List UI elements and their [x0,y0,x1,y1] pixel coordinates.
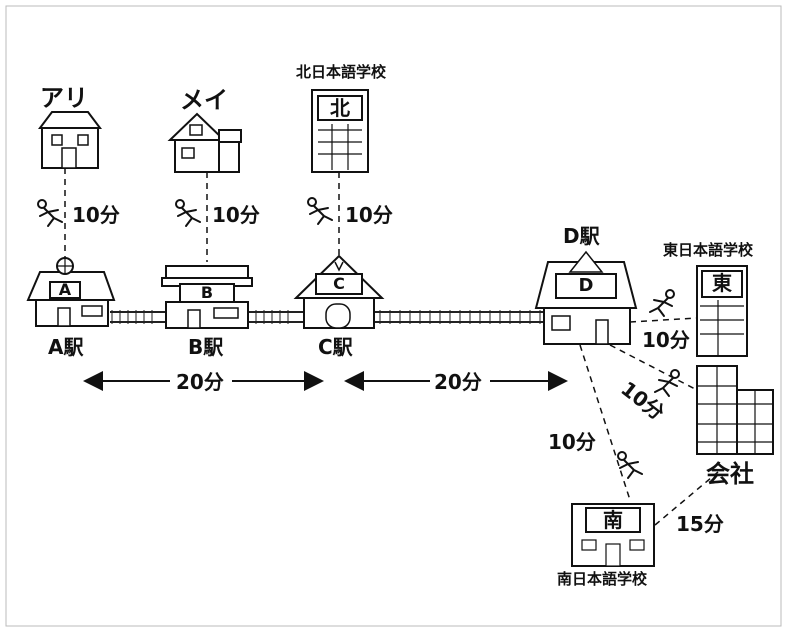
walk-time-d-south: 10分 [548,430,596,454]
station-b-label: B駅 [188,335,224,359]
station-c-sign: C [333,274,345,293]
south-school-label: 南日本語学校 [557,570,648,588]
station-d-icon [534,250,638,345]
walking-person-icon [175,199,201,227]
mei-label: メイ [180,86,228,114]
ari-house-icon [38,111,102,169]
east-school-label: 東日本語学校 [663,241,754,259]
company-label: 会社 [706,460,754,488]
train-time-a-c: 20分 [176,370,224,394]
station-c-icon [293,254,385,329]
walk-time-north-c: 10分 [345,203,393,227]
frame-border [5,5,782,627]
north-school-icon [311,89,369,173]
walk-time-south-company: 15分 [676,512,724,536]
north-school-sign: 北 [330,96,350,120]
walk-time-d-east: 10分 [642,328,690,352]
south-school-sign: 南 [603,508,623,532]
east-school-sign: 東 [712,271,732,295]
company-building-icon [696,365,774,455]
walking-person-icon [649,289,675,317]
station-d-sign: D [578,275,594,296]
station-b-icon [161,265,253,329]
station-a-sign: A [58,280,72,299]
station-c-label: C駅 [318,335,353,359]
train-time-c-d: 20分 [434,370,482,394]
walk-time-ari-a: 10分 [72,203,120,227]
east-school-icon [696,265,748,357]
mei-house-icon [167,112,242,173]
station-b-sign: B [200,283,214,302]
walk-time-mei-b: 10分 [212,203,260,227]
station-a-label: A駅 [48,335,84,359]
walking-person-icon [654,369,680,397]
walking-person-icon [307,197,333,225]
north-school-label: 北日本語学校 [296,63,387,81]
walking-person-icon [37,199,63,227]
walking-paths [64,168,719,526]
station-a-icon [26,257,116,327]
ari-label: アリ [40,84,88,112]
station-d-label: D駅 [563,224,600,248]
walking-person-icon [617,451,643,479]
south-school-icon [571,503,655,567]
